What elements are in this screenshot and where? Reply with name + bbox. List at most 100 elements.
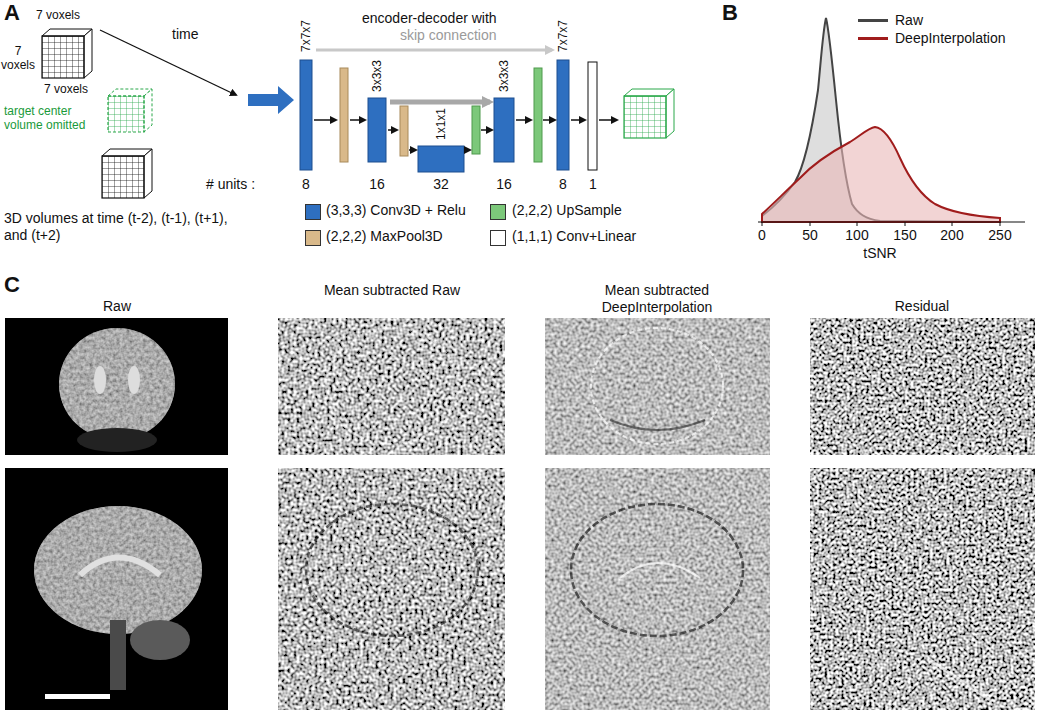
illustration-line (810, 222, 811, 226)
annotation-label: 7 voxels (36, 8, 80, 22)
x-ticks (762, 222, 1000, 226)
noise-image (278, 468, 505, 710)
illustration-rect (108, 96, 144, 132)
brainstem (110, 620, 126, 690)
kernel-size: 3x3x3 (497, 60, 511, 92)
kernel-size: 3x3x3 (370, 60, 384, 92)
illustration-line (571, 119, 585, 121)
legend-swatch (305, 204, 321, 220)
raw-image (5, 318, 228, 455)
conv-layer (300, 60, 312, 170)
legend-swatch (858, 37, 888, 40)
cerebellum (130, 620, 190, 660)
panel-letter: A (4, 0, 20, 26)
illustration-polygon (144, 89, 152, 132)
illustration-polygon (144, 149, 152, 198)
conv-layer (418, 146, 464, 172)
annotation-label: Residual (847, 298, 997, 315)
legend-label: (3,3,3) Conv3D + Relu (326, 202, 466, 219)
scale-bar (45, 694, 110, 699)
annotation-label: Raw (42, 298, 192, 315)
annotation-label: 0 (742, 227, 782, 244)
annotation-label: 100 (837, 227, 877, 244)
annotation-label: 250 (980, 227, 1020, 244)
illustration-line (857, 222, 858, 226)
illustration-line (543, 119, 555, 121)
brainstem-shadow (77, 428, 157, 452)
legend-label: (2,2,2) UpSample (512, 202, 622, 219)
brain-edge (306, 504, 478, 636)
brain-edge (326, 328, 458, 444)
legend-label: (2,2,2) MaxPool3D (326, 228, 443, 245)
annotation-label: 200 (932, 227, 972, 244)
input-cube (42, 29, 92, 78)
brain-edge (620, 563, 700, 578)
pool-layer (400, 106, 408, 156)
annotation-label: 1 (578, 176, 608, 193)
brain-edge (591, 328, 723, 444)
time-arrow (100, 30, 236, 95)
linear-layer (588, 62, 597, 170)
legend-label: Raw (895, 12, 923, 29)
noise-image (545, 468, 770, 710)
legend-swatch (858, 19, 888, 22)
annotation-label: encoder-decoder with (362, 10, 497, 27)
target-cube (108, 89, 152, 132)
upsample-layer (472, 106, 480, 154)
kernel-size: 7x7x7 (556, 20, 570, 52)
pool-layer (340, 68, 348, 162)
annotation-label: 8 (548, 176, 578, 193)
annotation-label: 7 voxels (0, 44, 36, 73)
deepinterpolation-histogram (762, 127, 1000, 222)
layer-arrows (314, 120, 617, 150)
annotation-label: # units : (206, 176, 255, 193)
illustration-polygon (666, 89, 674, 138)
annotation-label: target center volume omitted (4, 104, 102, 133)
legend-swatch (490, 204, 506, 220)
noise-image (810, 468, 1035, 710)
annotation-label: 8 (291, 176, 321, 193)
conv-layer (494, 98, 514, 162)
x-axis (758, 221, 1025, 222)
ventricle (94, 366, 106, 394)
legend-label: DeepInterpolation (895, 30, 1006, 47)
kernel-size: 1x1x1 (434, 108, 448, 140)
input-cube (102, 149, 152, 198)
annotation-label: Mean subtracted Raw (317, 282, 467, 299)
flow-arrow (248, 86, 294, 114)
illustration-line (1000, 222, 1001, 226)
annotation-label: time (172, 26, 198, 43)
annotation-label: 16 (489, 176, 519, 193)
legend-label: (1,1,1) Conv+Linear (512, 228, 636, 245)
annotation-label: tSNR (850, 245, 910, 262)
raw-histogram (762, 18, 1000, 222)
legend-swatch (305, 230, 321, 246)
conv-layer (368, 98, 386, 162)
noise-image (278, 318, 505, 455)
brain-texture (59, 328, 175, 440)
illustration-line (350, 119, 365, 121)
brain-edge (571, 504, 743, 636)
illustration-line (465, 149, 470, 151)
annotation-label: 3D volumes at time (t-2), (t-1), (t+1), … (4, 210, 254, 244)
panel-letter: B (722, 0, 738, 26)
illustration-polygon (84, 29, 92, 78)
noise-image (810, 318, 1035, 455)
illustration-line (409, 149, 416, 151)
annotation-label: 150 (885, 227, 925, 244)
output-cube (624, 89, 674, 138)
ventricle (128, 366, 140, 394)
panel-letter: C (4, 272, 20, 298)
annotation-label: 7 voxels (44, 82, 88, 96)
annotation-label: Mean subtracted DeepInterpolation (582, 282, 732, 316)
legend-swatch (490, 230, 506, 246)
raw-image (5, 468, 228, 710)
skip-connection (390, 100, 490, 105)
annotation-label: 50 (790, 227, 830, 244)
conv-layer (557, 60, 569, 170)
illustration-line (481, 129, 492, 131)
kernel-size: 7x7x7 (299, 20, 313, 52)
illustration-line (314, 119, 336, 121)
illustration-line (388, 129, 397, 131)
